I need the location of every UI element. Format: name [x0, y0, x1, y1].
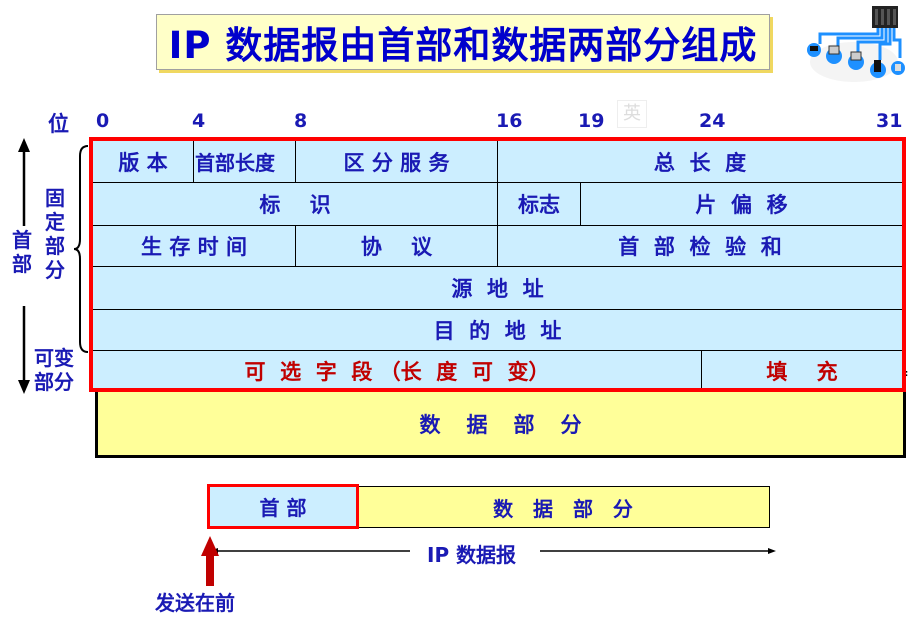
ime-indicator[interactable]: 英: [617, 100, 647, 128]
ip-header-table: 版 本 首部长度 区 分 服 务 总 长 度 标 识 标志 片 偏 移 生 存 …: [93, 141, 902, 390]
data-part-label: 数据部分: [419, 412, 608, 437]
fixed-part-brace-icon: [73, 145, 89, 353]
field-source-address: 源 地 址: [451, 277, 544, 301]
field-options: 可 选 字 段 （长 度 可 变）: [244, 359, 550, 384]
title-banner: IP 数据报由首部和数据两部分组成: [156, 14, 770, 70]
header-side-label: 首 部: [12, 228, 32, 276]
bit-axis-label: 位: [48, 112, 69, 136]
variable-part-label: 可变 部分: [34, 346, 74, 394]
data-part-box: 数据部分: [95, 392, 906, 458]
bit-tick-4: 4: [192, 110, 206, 132]
send-first-label: 发送在前: [155, 591, 235, 615]
fixed-part-label: 固 定 部 分: [45, 186, 65, 282]
field-differentiated-services: 区 分 服 务: [295, 141, 497, 182]
bottom-data-segment: 数 据 部 分: [358, 486, 770, 528]
header-span-arrow-icon: [18, 138, 30, 394]
header-row-6: 可 选 字 段 （长 度 可 变） 填 充: [93, 351, 902, 390]
field-version: 版 本: [118, 150, 168, 175]
bottom-header-label: 首 部: [259, 496, 307, 520]
network-icon: [807, 6, 905, 82]
bit-tick-31: 31: [876, 110, 903, 132]
bit-tick-19: 19: [578, 110, 605, 132]
field-header-checksum: 首 部 检 验 和: [497, 226, 902, 266]
bit-tick-8: 8: [294, 110, 308, 132]
ip-datagram-label: IP 数据报: [427, 543, 517, 567]
field-protocol: 协 议: [295, 226, 497, 266]
bit-tick-24: 24: [699, 110, 726, 132]
send-first-arrow-icon: [201, 536, 219, 586]
field-fragment-offset: 片 偏 移: [580, 183, 902, 225]
bit-tick-0: 0: [96, 110, 110, 132]
field-ttl: 生 存 时 间: [141, 235, 247, 259]
bottom-header-segment: 首 部: [207, 484, 359, 529]
field-flags: 标志: [497, 183, 580, 225]
header-row-4: 源 地 址: [93, 267, 902, 310]
field-header-length: 首部长度: [193, 141, 295, 182]
field-destination-address: 目 的 地 址: [433, 319, 562, 343]
header-row-1: 版 本 首部长度 区 分 服 务 总 长 度: [93, 141, 902, 183]
bottom-data-label: 数 据 部 分: [493, 496, 635, 521]
header-row-3: 生 存 时 间 协 议 首 部 检 验 和: [93, 226, 902, 267]
header-row-2: 标 识 标志 片 偏 移: [93, 183, 902, 226]
page-title: IP 数据报由首部和数据两部分组成: [168, 24, 758, 67]
field-total-length: 总 长 度: [497, 141, 902, 182]
field-identification: 标 识: [259, 193, 331, 217]
field-padding: 填 充: [701, 351, 902, 390]
bit-tick-16: 16: [496, 110, 523, 132]
header-row-5: 目 的 地 址: [93, 310, 902, 351]
